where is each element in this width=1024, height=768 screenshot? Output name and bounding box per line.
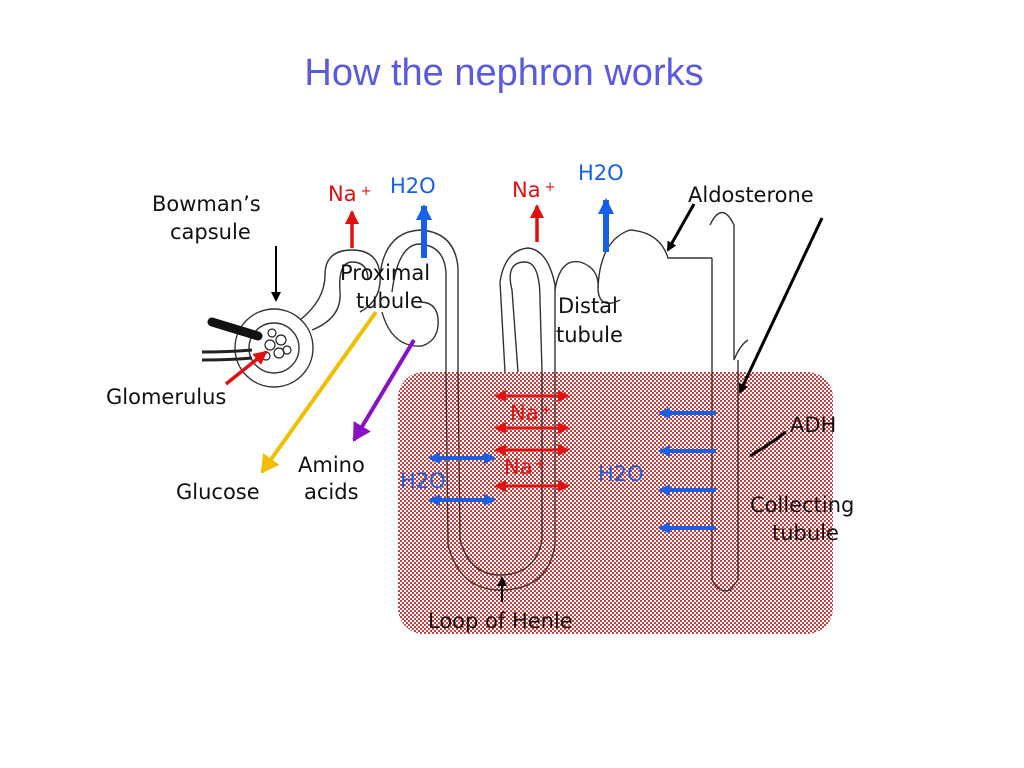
bowmans-capsule-line-2: capsule	[170, 220, 251, 244]
plus-sign: +	[545, 180, 556, 195]
h-text: H	[400, 469, 416, 493]
plus-sign: +	[535, 457, 546, 472]
plus-sign: +	[361, 184, 372, 199]
adh-label: ADH	[790, 413, 836, 437]
water-horizontal-arrows	[428, 407, 716, 534]
o-text: O	[607, 161, 624, 185]
na-text: Na	[510, 401, 539, 425]
sodium-loop-arrows	[494, 390, 570, 492]
proximal-label: Proximal	[340, 261, 430, 285]
water-arrows	[416, 198, 614, 258]
o-text: O	[419, 174, 436, 198]
water-label-collecting: H2O	[598, 462, 644, 486]
proximal-tubule-label: tubule	[356, 289, 423, 313]
na-text: Na	[512, 178, 541, 202]
water-label-loop: H2O	[400, 469, 446, 493]
o-text: O	[429, 469, 446, 493]
collecting-tubule-label: tubule	[772, 521, 839, 545]
bowmans-capsule-label-line-2: capsule	[170, 220, 251, 244]
label-pointers	[271, 203, 824, 602]
amino-label: Amino	[298, 453, 365, 477]
amino-acids-arrow	[352, 338, 416, 442]
two-subscript: 2	[594, 161, 607, 185]
na-text: Na	[328, 182, 357, 206]
distal-tubule-label: tubule	[556, 323, 623, 347]
o-text: O	[627, 462, 644, 486]
loop-of-henle-label: Loop of Henle	[428, 609, 573, 633]
acids-label: acids	[304, 480, 359, 504]
bowmans-capsule-line-1: Bowman’s	[152, 192, 261, 216]
plus-sign: +	[541, 403, 552, 418]
water-label-proximal: H2O	[390, 174, 436, 198]
sodium-label-loop-lower: Na+	[504, 455, 545, 479]
medulla-region	[398, 372, 833, 634]
two-subscript: 2	[614, 462, 627, 486]
water-label-distal: H2O	[578, 161, 624, 185]
h-text: H	[390, 174, 406, 198]
two-subscript: 2	[416, 469, 429, 493]
h-text: H	[578, 161, 594, 185]
h-text: H	[598, 462, 614, 486]
collecting-label: Collecting	[750, 493, 854, 517]
glucose-label: Glucose	[176, 480, 260, 504]
aldosterone-label: Aldosterone	[688, 183, 814, 207]
slide-title: How the nephron works	[304, 52, 704, 94]
bowmans-capsule-label: Bowman’s	[152, 192, 261, 216]
glomerulus-pointer	[224, 350, 268, 386]
distal-label: Distal	[558, 294, 618, 318]
glomerulus-capillaries	[261, 328, 292, 361]
sodium-label-distal: Na +	[512, 178, 555, 202]
na-text: Na	[504, 455, 533, 479]
sodium-label-proximal: Na +	[328, 182, 371, 206]
two-subscript: 2	[406, 174, 419, 198]
sodium-arrows	[345, 204, 544, 248]
glomerulus-label: Glomerulus	[106, 385, 226, 409]
sodium-label-loop-upper: Na+	[510, 401, 551, 425]
glucose-arrow	[260, 310, 378, 474]
